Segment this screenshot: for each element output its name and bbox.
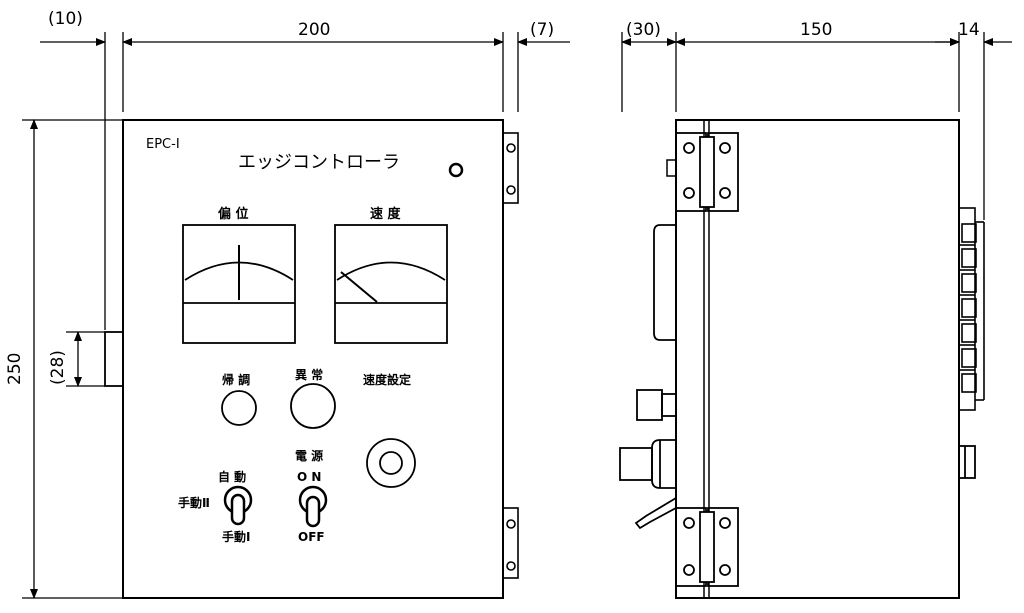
dim-side-left-offset: (30) [626, 20, 661, 40]
off-label: OFF [298, 530, 325, 544]
dim-front-width: 200 [298, 20, 330, 40]
indicator-light [448, 162, 464, 178]
meter-position [182, 224, 296, 344]
dim-front-left-offset: (10) [48, 9, 83, 29]
side-view-dimensions [621, 32, 1012, 220]
meter-left-label: 偏 位 [218, 206, 249, 222]
terminal-block [958, 207, 985, 411]
speed-setting-knob [366, 438, 416, 488]
dim-front-side-small: (28) [48, 350, 68, 385]
panel-title: エッジコントローラ [238, 152, 400, 173]
side-body-outline [675, 119, 960, 599]
side-hinge-top [675, 132, 739, 212]
lamp-fault [290, 383, 336, 429]
knob-profile [636, 389, 677, 421]
lever-profile [634, 497, 677, 530]
mode-manual1-label: 手動Ⅰ [222, 529, 250, 544]
speed-setting-label: 速度設定 [363, 372, 411, 387]
power-label: 電 源 [295, 448, 323, 463]
connector-profile [619, 439, 676, 489]
mode-auto-label: 自 動 [218, 469, 246, 484]
mode-manual2-label: 手動Ⅱ [178, 495, 210, 510]
lamp-left-label: 帰 調 [222, 372, 250, 387]
meter-housing-profile [653, 224, 676, 341]
cable-gland [958, 445, 976, 479]
lamp-return [221, 390, 257, 426]
dim-side-width: 150 [800, 20, 832, 40]
mode-toggle-switch [223, 485, 253, 526]
side-view [619, 119, 985, 599]
front-view-dimensions [22, 32, 570, 599]
side-connector [104, 331, 124, 387]
meter-right-label: 速 度 [370, 206, 402, 222]
on-label: O N [297, 470, 321, 484]
front-view [104, 119, 519, 599]
dim-front-right-offset: (7) [530, 20, 554, 40]
dim-front-height: 250 [5, 353, 25, 385]
lamp-right-label: 異 常 [295, 367, 323, 382]
model-label: EPC-I [146, 137, 180, 152]
meter-speed [334, 224, 448, 344]
front-hinge-bottom [502, 507, 519, 579]
power-toggle-switch [298, 485, 328, 528]
dim-side-right-offset: 14 [958, 20, 980, 40]
side-hinge-bottom [675, 507, 739, 587]
front-hinge-top [502, 132, 519, 204]
